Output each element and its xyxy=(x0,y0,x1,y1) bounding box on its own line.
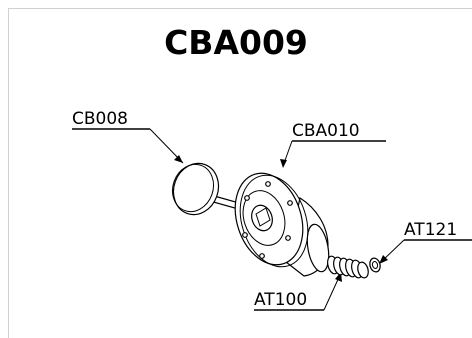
leader-arrow-cba010 xyxy=(280,159,287,168)
callout-label-cb008: CB008 xyxy=(72,109,128,129)
drawing-frame xyxy=(8,8,472,338)
callout-label-at100: AT100 xyxy=(254,290,307,310)
leader-arrow-at121 xyxy=(379,255,388,264)
part-at121-nut xyxy=(369,257,381,273)
leader-arrow-cb008 xyxy=(174,155,183,163)
callout-label-cba010: CBA010 xyxy=(292,121,360,141)
part-at100-spring xyxy=(327,255,369,279)
assembly-title: CBA009 xyxy=(164,23,308,62)
callout-label-at121: AT121 xyxy=(404,220,457,240)
leader-line-at100 xyxy=(323,274,341,311)
part-cba010-housing xyxy=(234,172,330,277)
